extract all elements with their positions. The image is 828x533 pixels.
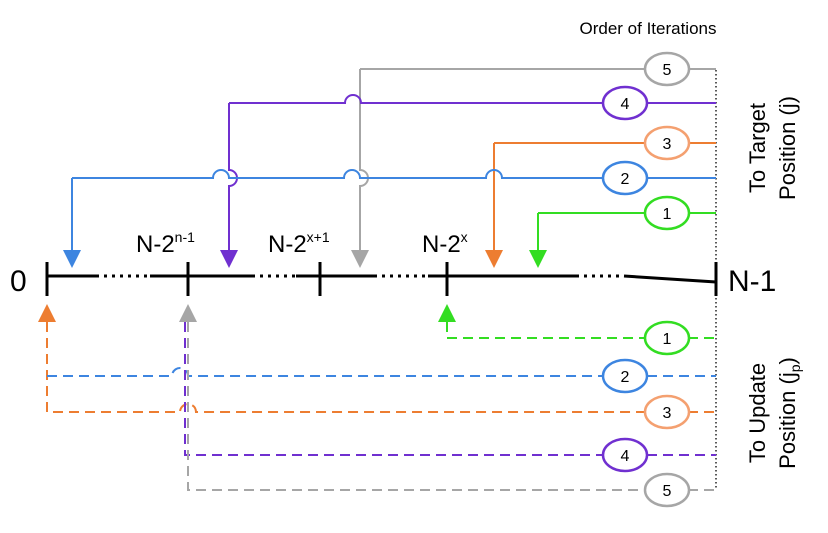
svg-text:3: 3 <box>663 136 672 153</box>
svg-text:To Update: To Update <box>745 363 770 463</box>
label-n-2-x: N-2x <box>422 229 468 258</box>
purple-target-line <box>229 94 603 104</box>
side-label-update: To Update Position (jp) <box>745 357 803 469</box>
target-iteration-2: 2 <box>601 160 649 196</box>
update-iteration-3: 3 <box>643 394 691 430</box>
gray-target-drop <box>359 69 369 262</box>
green-update-arrow <box>438 304 456 322</box>
purple-target-arrow <box>220 250 238 268</box>
svg-text:5: 5 <box>663 483 672 500</box>
svg-text:4: 4 <box>621 96 630 113</box>
side-label-target: To Target Position (j) <box>745 96 800 200</box>
label-end: N-1 <box>728 265 776 298</box>
diagram-title: Order of Iterations <box>579 19 716 38</box>
target-iteration-5: 5 <box>643 51 691 87</box>
svg-text:2: 2 <box>621 171 630 188</box>
green-update-line <box>446 322 645 339</box>
svg-text:To Target: To Target <box>745 103 770 193</box>
gray-target-arrow <box>351 250 369 268</box>
svg-text:2: 2 <box>621 369 630 386</box>
label-n-2-x-plus-1: N-2x+1 <box>268 229 330 258</box>
update-iteration-2: 2 <box>601 358 649 394</box>
label-zero: 0 <box>10 265 27 298</box>
orange-update-arrow <box>38 304 56 322</box>
blue-target-arrow <box>63 250 81 268</box>
svg-text:1: 1 <box>663 206 672 223</box>
target-iteration-3: 3 <box>643 125 691 161</box>
svg-text:4: 4 <box>621 448 630 465</box>
green-target-arrow <box>529 250 547 268</box>
orange-update-line <box>46 322 645 413</box>
blue-update-line <box>47 367 603 377</box>
update-iteration-5: 5 <box>643 472 691 508</box>
target-iteration-1: 1 <box>643 195 691 231</box>
purple-target-drop <box>228 103 238 262</box>
svg-text:5: 5 <box>663 62 672 79</box>
svg-text:3: 3 <box>663 405 672 422</box>
main-axis <box>45 262 718 296</box>
orange-target-arrow <box>485 250 503 268</box>
gray-update-line <box>187 322 645 491</box>
svg-text:1: 1 <box>663 331 672 348</box>
update-iteration-4: 4 <box>601 437 649 473</box>
target-iteration-4: 4 <box>601 85 649 121</box>
gray-update-arrow <box>179 304 197 322</box>
purple-update-line <box>184 322 603 456</box>
blue-target-line <box>72 169 603 179</box>
svg-text:Position (jp): Position (jp) <box>775 357 803 469</box>
svg-text:Position (j): Position (j) <box>775 96 800 200</box>
update-iteration-1: 1 <box>643 320 691 356</box>
label-n-2-n-1: N-2n-1 <box>136 229 195 258</box>
